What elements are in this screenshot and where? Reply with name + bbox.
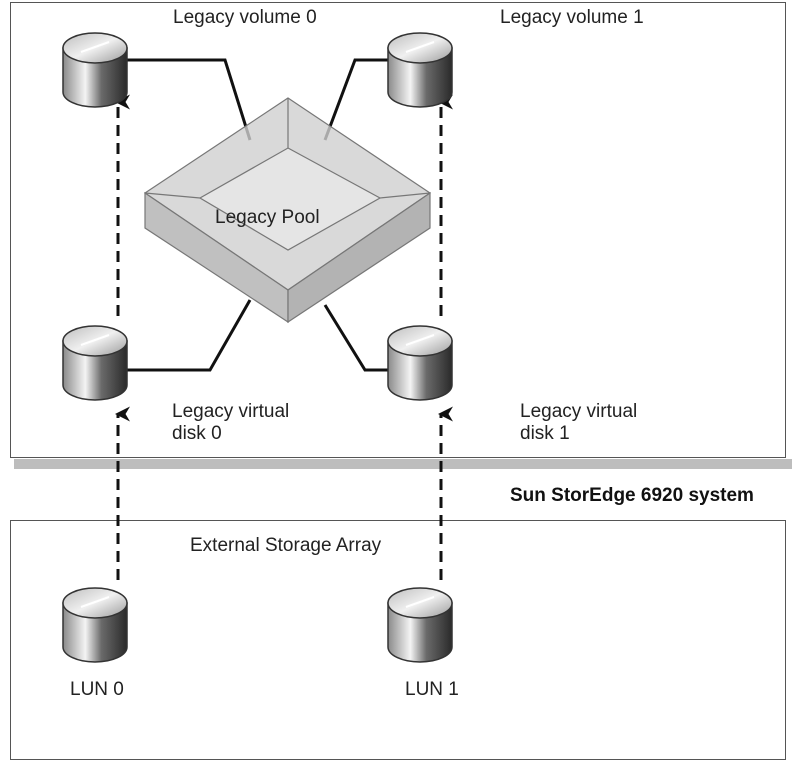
legacy-pool-box (143, 97, 432, 324)
legacy-virtual-disk-1 (387, 325, 453, 401)
lun-1-label: LUN 1 (405, 679, 459, 700)
legacy-pool-label: Legacy Pool (215, 207, 320, 228)
legacy-virtual-disk-0 (62, 325, 128, 401)
system-name-label: Sun StorEdge 6920 system (510, 485, 754, 506)
system-frame-shadow (14, 459, 792, 469)
mapping-arrows (115, 94, 453, 580)
legacy-virtual-disk-1-label-line2: disk 1 (520, 423, 570, 444)
legacy-volume-1-label: Legacy volume 1 (500, 7, 644, 28)
legacy-virtual-disk-0-label-line1: Legacy virtual (172, 401, 290, 422)
legacy-virtual-disk-1-label-line1: Legacy virtual (520, 401, 638, 422)
legacy-volume-0-label: Legacy volume 0 (173, 7, 317, 28)
legacy-volume-0-disk (62, 32, 128, 108)
lun-1-disk (387, 587, 453, 663)
lun-0-disk (62, 587, 128, 663)
legacy-volume-1-disk (387, 32, 453, 108)
legacy-virtual-disk-0-label-line2: disk 0 (172, 423, 222, 444)
lun-0-label: LUN 0 (70, 679, 124, 700)
external-storage-array-label: External Storage Array (190, 535, 382, 556)
